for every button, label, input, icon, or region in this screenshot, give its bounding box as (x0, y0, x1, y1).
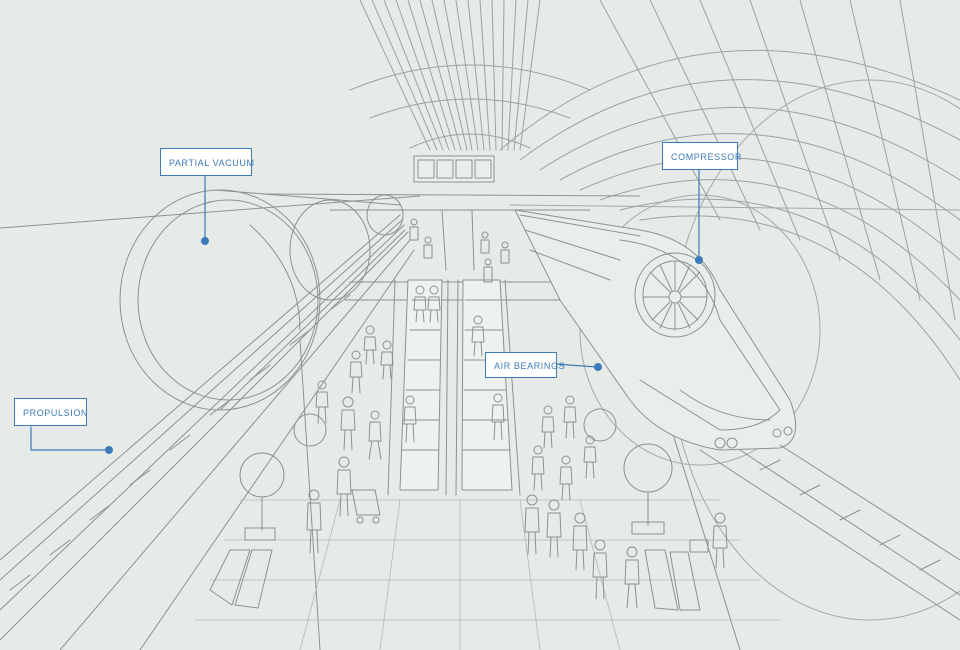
platform-structure (0, 193, 741, 650)
vacuum-tube-left (119, 189, 406, 411)
compressor-label: COMPRESSOR (662, 142, 741, 170)
callout-leaders (30, 167, 700, 451)
partial-vacuum-marker (201, 237, 209, 245)
propulsion-marker (105, 446, 113, 454)
propulsion-label: PROPULSION (14, 398, 87, 426)
ceiling-vault (349, 0, 591, 151)
partial-vacuum-label: PARTIAL VACUUM (160, 148, 254, 176)
air-bearings-marker (594, 363, 602, 371)
passengers (306, 218, 728, 609)
escalators (387, 209, 521, 496)
hyperloop-pod (514, 209, 797, 451)
departure-board (413, 155, 495, 183)
track-right (699, 444, 960, 621)
callout-markers (105, 237, 703, 454)
compressor-marker (695, 256, 703, 264)
propulsion-track-left (0, 214, 415, 650)
benches-and-planters (209, 408, 701, 611)
right-roof-arches (499, 0, 960, 381)
air-bearings-label: AIR BEARINGS (485, 352, 565, 378)
